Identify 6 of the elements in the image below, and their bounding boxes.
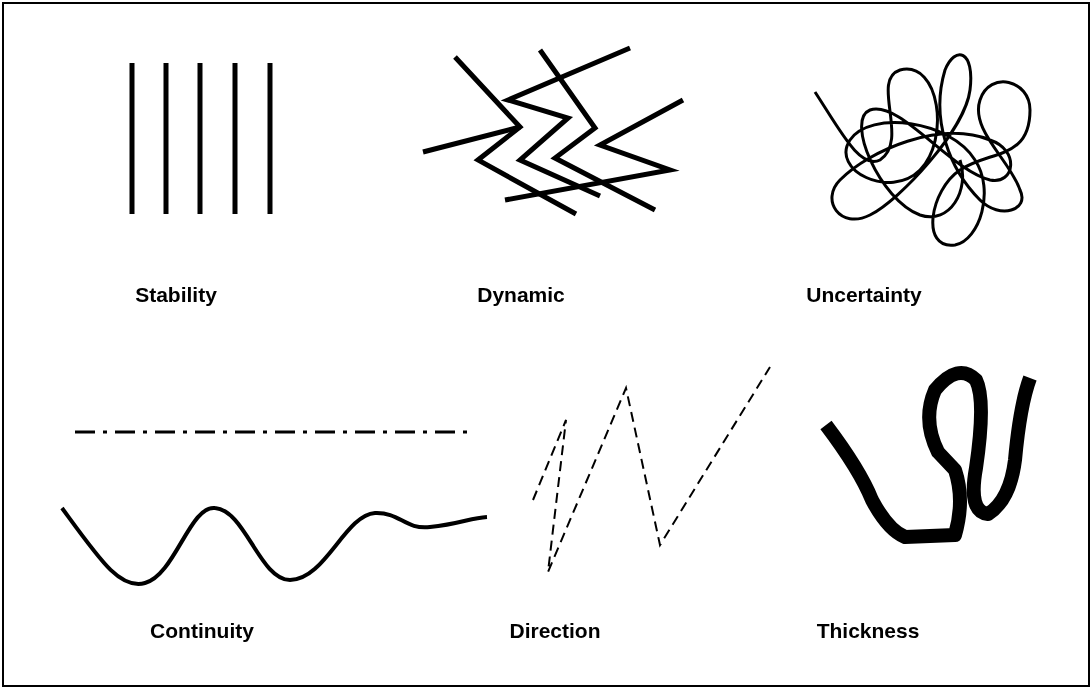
caption: Stability bbox=[135, 283, 217, 307]
caption: Dynamic bbox=[477, 283, 565, 307]
caption: Direction bbox=[509, 619, 601, 643]
caption: Thickness bbox=[816, 619, 920, 643]
caption: Continuity bbox=[150, 619, 254, 643]
caption: Uncertainty bbox=[806, 283, 922, 307]
